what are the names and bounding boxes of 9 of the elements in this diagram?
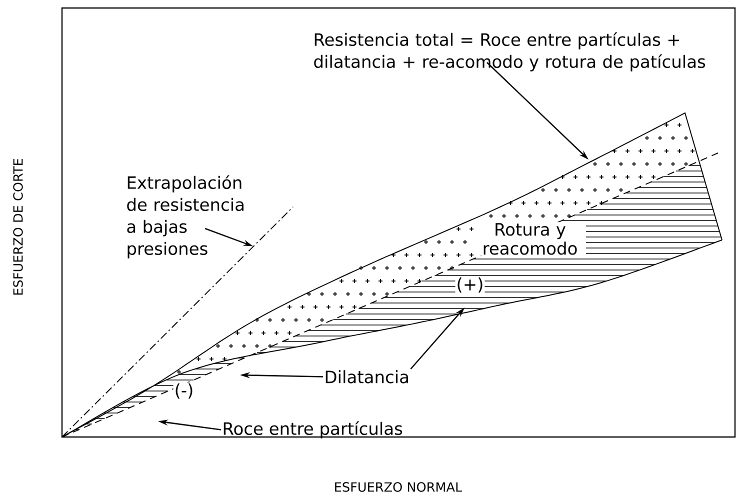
- annotation-text: Resistencia total = Roce entre partículas + dilatancia + re-acomodo y rotura de patículas: [314, 32, 706, 72]
- annotation-text: Roce entre partículas: [224, 421, 402, 438]
- region-label: Rotura y reacomodo: [474, 222, 586, 256]
- region-label: (+): [455, 276, 485, 294]
- annotation-text: Dilatancia: [326, 370, 408, 384]
- annotation-text: Extrapolación de resistencia a bajas presiones: [127, 175, 244, 258]
- axis-title: ESFUERZO NORMAL: [335, 482, 462, 492]
- axis-title: ESFUERZO DE CORTE: [13, 158, 23, 295]
- region-label: (-): [173, 382, 195, 400]
